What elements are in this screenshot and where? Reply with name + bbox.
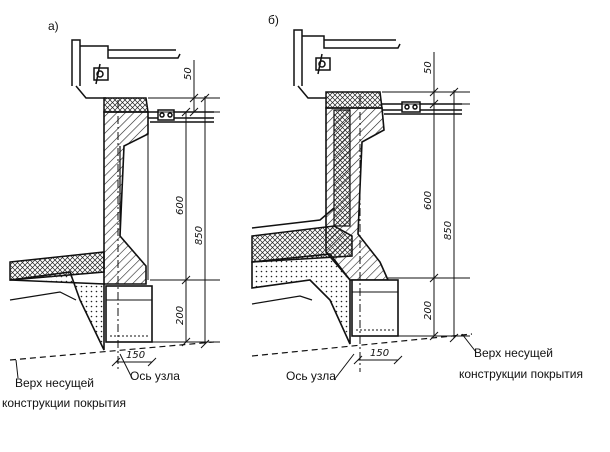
panel-b-insulation-horizontal — [251, 225, 353, 263]
panel-a-marker: а) — [48, 19, 59, 33]
panel-a-insulation — [9, 251, 105, 281]
panel-b-beam — [351, 279, 399, 337]
panel-a-structure-leader — [15, 359, 19, 379]
panel-a-support-edge — [9, 291, 77, 301]
panel-a-structure-label-line1: Верх несущей — [15, 376, 94, 390]
panel-b-structure-leader — [461, 333, 477, 353]
panel-b-drawing — [251, 29, 477, 381]
panel-b-insulation-vertical — [333, 109, 351, 227]
panel-b-dim-upper: 600 — [423, 191, 434, 210]
panel-b-dim-top: 50 — [423, 61, 434, 74]
panel-a-parapet-cap — [103, 97, 149, 113]
panel-b-dim-lower: 200 — [423, 301, 434, 320]
panel-a-support — [9, 271, 105, 351]
panel-b-axis-label: Ось узла — [286, 369, 336, 383]
panel-b-dim-offset: 150 — [370, 348, 389, 359]
panel-a-dim-top: 50 — [183, 67, 194, 80]
panel-b-structure-line — [251, 333, 473, 357]
panel-b-support — [251, 253, 351, 345]
panel-a-structure-line — [9, 341, 215, 361]
panel-b-parapet-cap — [325, 91, 383, 109]
panel-a-axis-leader — [119, 353, 133, 379]
panel-a-dimensions — [111, 60, 220, 367]
panel-b-structure-label-line2: конструкции покрытия — [459, 367, 584, 381]
panel-a-axis-label: Ось узла — [130, 369, 180, 383]
panel-b-support-edge — [251, 295, 313, 305]
panel-a-canopy — [71, 39, 181, 99]
panel-b-slab-top — [251, 207, 335, 229]
panel-a-dim-offset: 150 — [126, 350, 145, 361]
panel-a-dim-lower: 200 — [175, 306, 186, 325]
panel-b-structure-label-line1: Верх несущей — [474, 346, 553, 360]
panel-b-marker: б) — [268, 13, 279, 27]
panel-a-dim-total: 850 — [194, 226, 205, 245]
panel-b-dim-total: 850 — [443, 221, 454, 240]
panel-b-dimensions — [353, 52, 470, 365]
panel-a-dim-upper: 600 — [175, 196, 186, 215]
panel-a-beam — [105, 285, 153, 343]
panel-a-wall-panel — [103, 111, 149, 285]
panel-b-canopy — [293, 29, 401, 99]
panel-a-structure-label-line2: конструкции покрытия — [2, 396, 127, 410]
panel-b-axis-leader — [333, 353, 355, 381]
